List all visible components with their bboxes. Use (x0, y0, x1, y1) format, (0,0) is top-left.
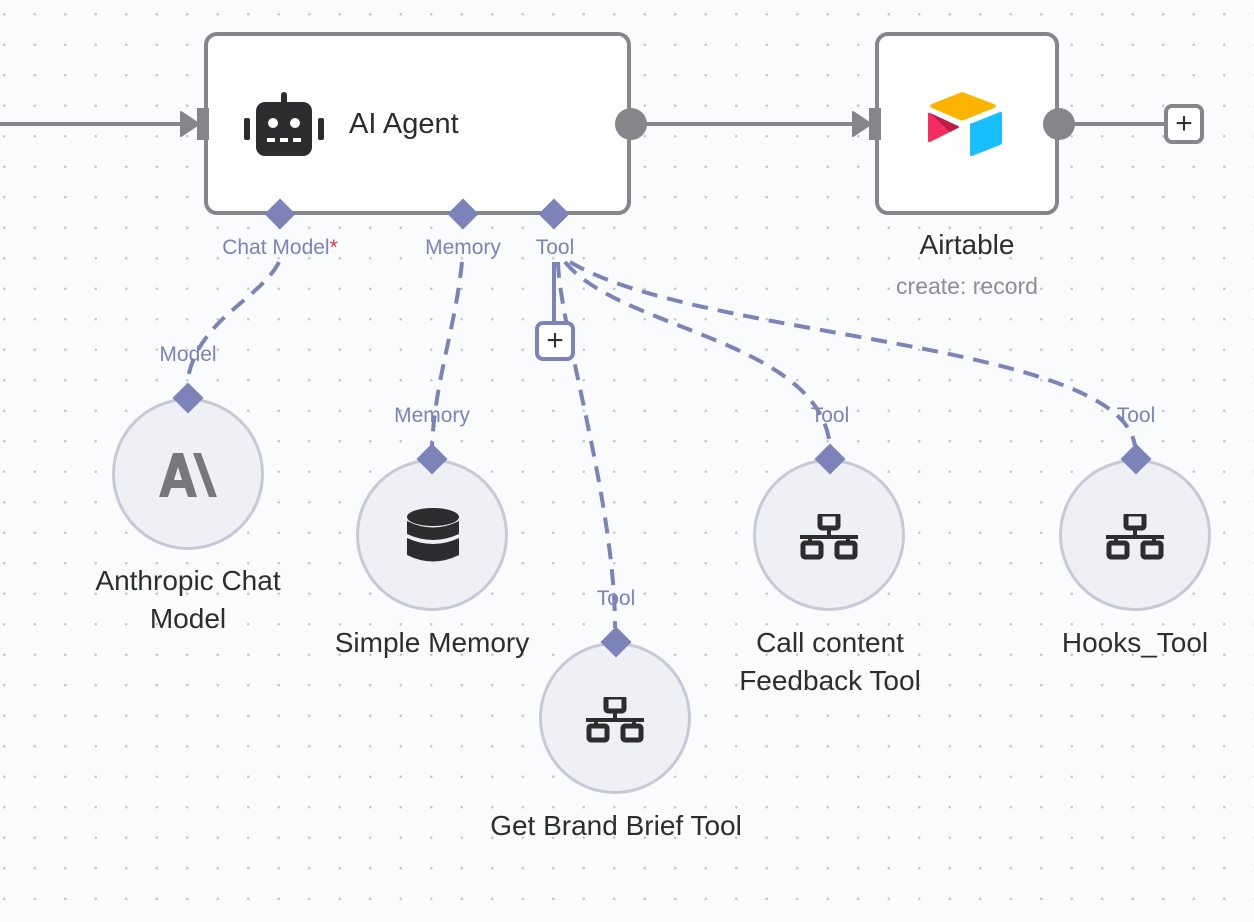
connection-get-brand-brief[interactable] (556, 261, 617, 629)
get-brand-brief-tool-node[interactable] (539, 642, 691, 794)
brand-brief-port-label: Tool (596, 587, 636, 610)
memory-node-port-label: Memory (394, 404, 470, 427)
ai-agent-title: AI Agent (349, 108, 459, 140)
hooks-tool-node[interactable] (1059, 459, 1211, 611)
call-content-feedback-tool-node[interactable] (753, 459, 905, 611)
tool-port-label: Tool (535, 236, 575, 259)
anthropic-logo-icon (159, 453, 217, 497)
ai-agent-input-handle[interactable] (197, 108, 209, 140)
arrowhead-incoming (180, 111, 200, 137)
get-brand-brief-title: Get Brand Brief Tool (490, 810, 742, 841)
airtable-title: Airtable (919, 229, 1015, 260)
connection-hooks-tool[interactable] (568, 260, 1137, 447)
database-icon (407, 508, 459, 562)
simple-memory-node[interactable] (356, 459, 508, 611)
network-icon (1106, 514, 1164, 560)
ai-agent-node[interactable]: AI Agent (204, 32, 631, 215)
airtable-logo-icon (928, 92, 1002, 156)
network-icon (586, 697, 644, 743)
feedback-port-label: Tool (810, 404, 850, 427)
connection-chat-model[interactable] (185, 261, 281, 385)
memory-port-label: Memory (425, 236, 501, 259)
hooks-tool-title: Hooks_Tool (1061, 627, 1209, 658)
add-node-button[interactable]: + (1164, 104, 1204, 144)
anthropic-port-label: Model (159, 343, 217, 366)
arrowhead-airtable (852, 111, 872, 137)
anthropic-chat-model-node[interactable] (112, 398, 264, 550)
airtable-input-handle[interactable] (869, 108, 881, 140)
call-content-feedback-title: Call content Feedback Tool (739, 627, 921, 696)
airtable-subtitle: create: record (896, 273, 1038, 299)
network-icon (800, 514, 858, 560)
simple-memory-title: Simple Memory (334, 627, 530, 658)
ai-agent-output-handle[interactable] (615, 108, 647, 140)
hooks-port-label: Tool (1116, 404, 1156, 427)
airtable-node[interactable] (875, 32, 1059, 215)
chat-model-port-label: Chat Model* (222, 236, 338, 260)
connection-call-content-feedback[interactable] (563, 260, 832, 447)
airtable-output-handle[interactable] (1043, 108, 1075, 140)
required-marker: * (329, 236, 338, 259)
connection-memory[interactable] (430, 261, 464, 447)
anthropic-title: Anthropic Chat Model (95, 565, 281, 634)
add-tool-button[interactable]: + (535, 321, 575, 361)
chat-model-label-text: Chat Model (222, 236, 330, 259)
robot-icon (244, 92, 324, 156)
